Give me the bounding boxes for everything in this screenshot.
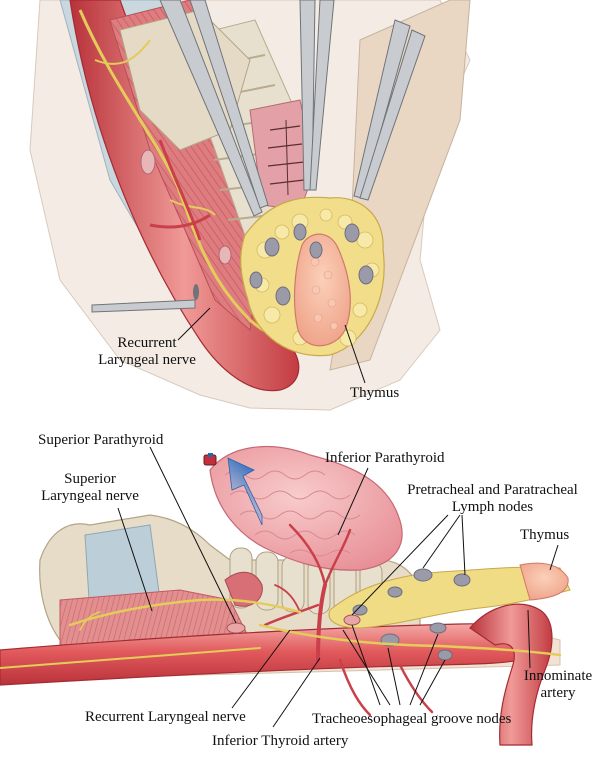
top-panel — [29, 0, 471, 411]
superior-parathyroid-gland — [226, 622, 246, 634]
label-tracheoesophageal-nodes: Tracheoesophageal groove nodes — [312, 711, 512, 727]
bottom-panel — [0, 445, 571, 746]
label-line: Innominate — [523, 668, 593, 684]
thymus-tip — [519, 562, 569, 601]
leader-lines — [117, 446, 559, 728]
forceps-instruments — [91, 0, 426, 313]
lymph-nodes-bottom — [352, 568, 471, 661]
label-recurrent-laryngeal-bottom: Recurrent Laryngeal nerve — [85, 709, 246, 725]
label-line: Superior — [64, 471, 116, 487]
label-superior-laryngeal: Superior Laryngeal nerve — [25, 471, 155, 505]
top-leader-lines — [177, 307, 366, 384]
label-innominate-artery: Innominate artery — [508, 668, 608, 702]
label-line: Recurrent — [117, 335, 177, 351]
label-line: Pretracheal and Paratracheal — [407, 482, 578, 498]
label-line: Laryngeal nerve — [98, 352, 196, 368]
label-thymus-top: Thymus — [350, 385, 400, 401]
superior-laryngeal-nerve — [68, 598, 302, 627]
retraction-arrow — [227, 457, 263, 526]
thymus-lobe-top — [293, 233, 351, 347]
label-inferior-thyroid-artery: Inferior Thyroid artery — [212, 733, 349, 749]
label-superior-parathyroid: Superior Parathyroid — [38, 432, 164, 448]
inferior-parathyroid-gland — [343, 614, 361, 626]
innominate-artery — [469, 603, 553, 746]
constrictor-muscle — [59, 589, 251, 646]
label-thymus-bottom: Thymus — [520, 527, 570, 543]
label-recurrent-laryngeal-top: Recurrent Laryngeal nerve — [88, 335, 206, 369]
thyroid-lobe — [209, 445, 403, 571]
label-pretracheal-nodes: Pretracheal and Paratracheal Lymph nodes — [385, 482, 600, 516]
label-line: Laryngeal nerve — [41, 488, 139, 504]
label-inferior-parathyroid: Inferior Parathyroid — [325, 450, 445, 466]
inferior-thyroid-artery — [263, 523, 434, 717]
label-line: Lymph nodes — [451, 499, 534, 515]
label-line: artery — [540, 685, 576, 701]
